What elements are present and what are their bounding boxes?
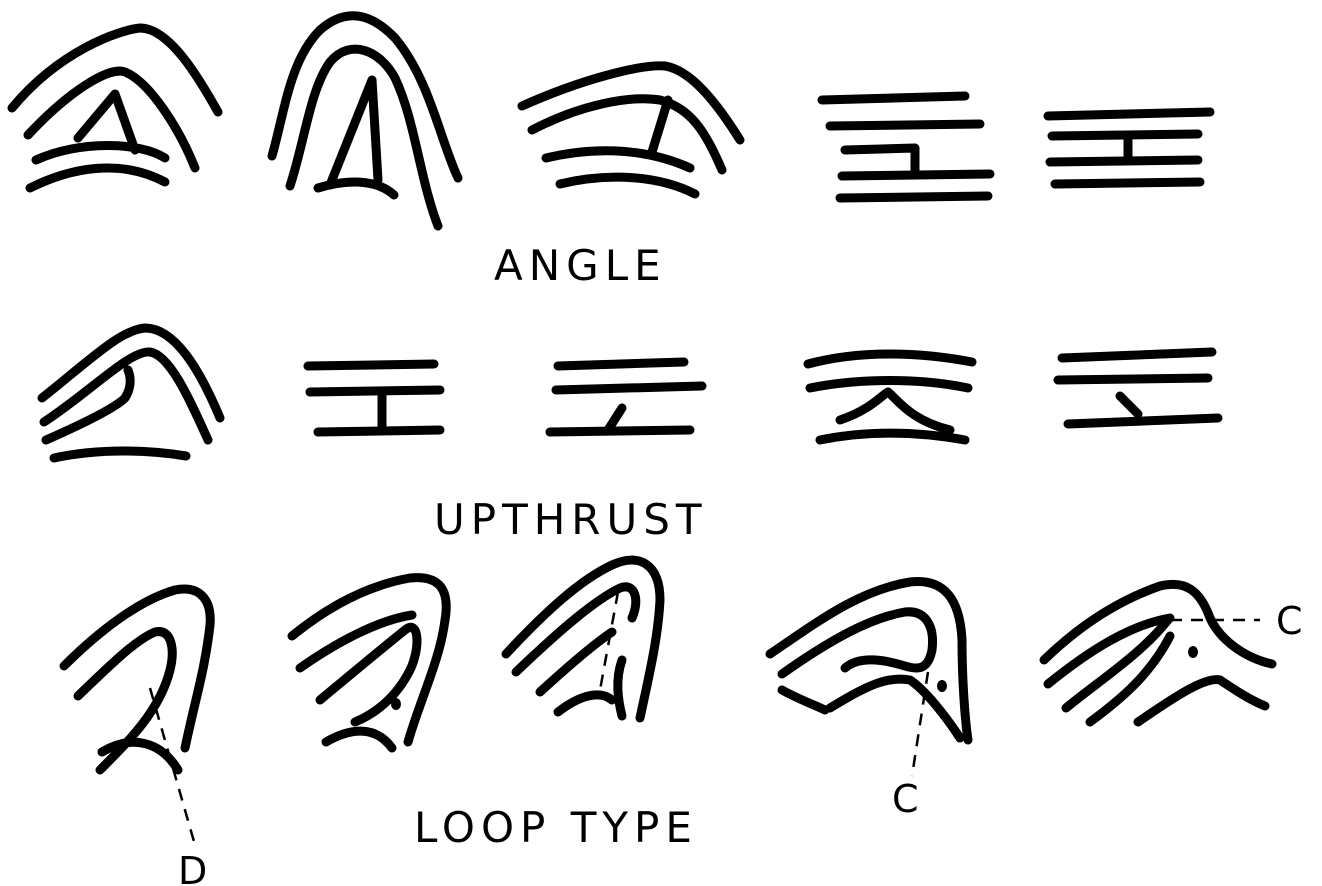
marker-d: D: [178, 849, 207, 886]
angle-example-5: [1048, 112, 1210, 184]
upthrust-example-3: [550, 362, 702, 432]
upthrust-example-2: [308, 364, 440, 432]
upthrust-caption: UPTHRUST: [434, 495, 708, 544]
loop-type-example-4: [770, 582, 968, 776]
marker-c-right: C: [1276, 599, 1303, 643]
upthrust-example-4: [808, 354, 972, 440]
loop-type-example-2: [292, 578, 446, 748]
upthrust-example-5: [1058, 352, 1218, 424]
marker-c-bottom: C: [892, 777, 919, 821]
loop-type-example-5: [1044, 584, 1272, 722]
angle-example-2: [272, 16, 458, 226]
angle-caption: ANGLE: [494, 241, 667, 290]
angle-example-3: [522, 66, 740, 194]
angle-example-4: [822, 96, 990, 198]
loop-type-example-3: [506, 560, 660, 718]
angle-example-1: [12, 28, 218, 188]
loop-type-caption: LOOP TYPE: [414, 803, 698, 852]
loop-type-example-1: [64, 589, 210, 845]
upthrust-example-1: [42, 328, 220, 458]
